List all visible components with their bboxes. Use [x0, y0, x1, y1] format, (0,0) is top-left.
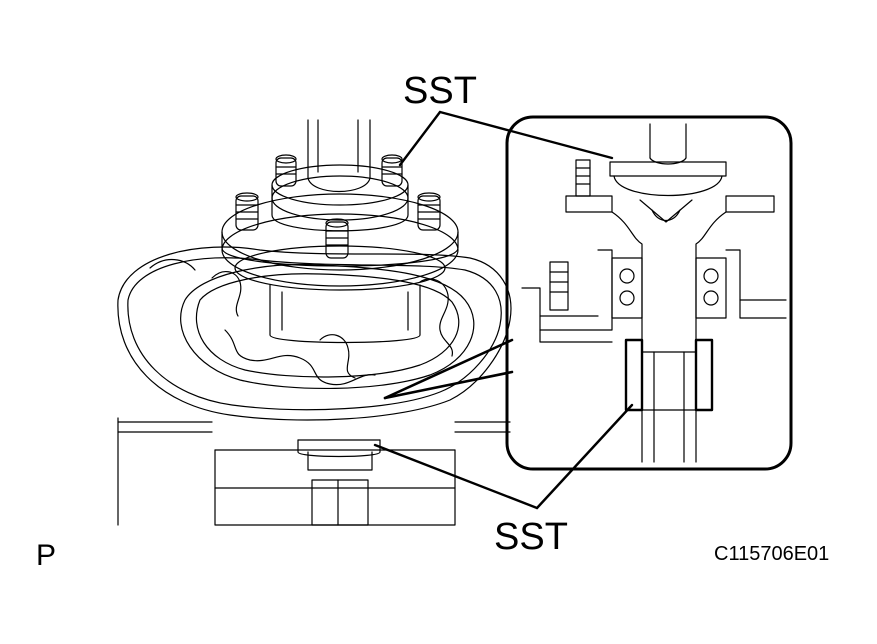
- view-marker-label: P: [36, 539, 57, 572]
- hub-bolt: [381, 154, 403, 187]
- sst-bottom-label: SST: [494, 516, 568, 558]
- hub-bolt: [325, 218, 349, 259]
- leader-lines: [373, 110, 634, 510]
- hub-bolts: [235, 154, 441, 259]
- hub-bolt: [275, 154, 297, 187]
- hub-bolt: [417, 192, 441, 231]
- detail-pointer: [383, 338, 514, 400]
- support-frame: [117, 417, 511, 526]
- sst-top-label: SST: [403, 70, 477, 112]
- upper-sst-shaft: [307, 119, 371, 193]
- detail-inset: [505, 115, 793, 471]
- dust-shield: [117, 246, 512, 421]
- lower-sst: [297, 439, 381, 471]
- figure-code-label: C115706E01: [714, 543, 830, 565]
- axle-hub: [221, 164, 459, 344]
- hub-bolt: [235, 192, 259, 231]
